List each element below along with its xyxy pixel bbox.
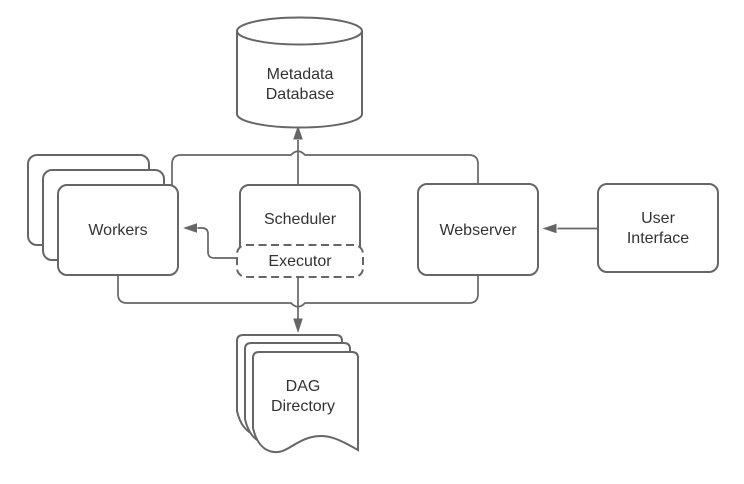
- node-workers: Workers: [27, 154, 179, 276]
- webserver-label: Webserver: [439, 222, 517, 239]
- user-interface-label-line1: User: [641, 210, 675, 227]
- edge-user-interface-to-webserver: [542, 223, 598, 234]
- metadata-database-label-line2: Database: [266, 86, 335, 103]
- top-bus-line: [171, 150, 479, 185]
- webserver-box: [417, 183, 539, 276]
- scheduler-label: Scheduler: [264, 211, 337, 228]
- cylinder-body: [236, 31, 363, 129]
- user-interface-box: [597, 183, 719, 273]
- arrowhead-left-icon: [183, 223, 197, 233]
- arrowhead-down-icon: [293, 318, 303, 333]
- edge-bottom-bus: [117, 275, 479, 333]
- dag-document-front: [252, 351, 359, 454]
- user-interface-label-line2: Interface: [627, 230, 689, 247]
- workers-box-front: [57, 184, 179, 276]
- workers-label: Workers: [88, 222, 147, 239]
- node-dag-directory: DAG Directory: [236, 334, 359, 454]
- arrowhead-up-icon: [293, 125, 303, 140]
- node-user-interface: User Interface: [597, 183, 719, 273]
- executor-label: Executor: [268, 253, 332, 270]
- node-executor: Executor: [236, 244, 364, 278]
- cylinder-top: [236, 16, 363, 46]
- metadata-database-label-line1: Metadata: [267, 66, 334, 83]
- node-webserver: Webserver: [417, 183, 539, 276]
- arrowhead-left-icon: [542, 223, 557, 234]
- edge-executor-to-workers: [183, 223, 237, 259]
- edge-top-bus: [171, 150, 479, 185]
- executor-to-workers-line: [197, 227, 237, 259]
- dag-directory-label-line2: Directory: [271, 398, 335, 415]
- dag-directory-label-line1: DAG: [286, 378, 321, 395]
- edge-scheduler-to-metadata-database: [293, 125, 303, 185]
- node-metadata-database: Metadata Database: [236, 16, 363, 129]
- executor-dashed-box: [236, 244, 364, 278]
